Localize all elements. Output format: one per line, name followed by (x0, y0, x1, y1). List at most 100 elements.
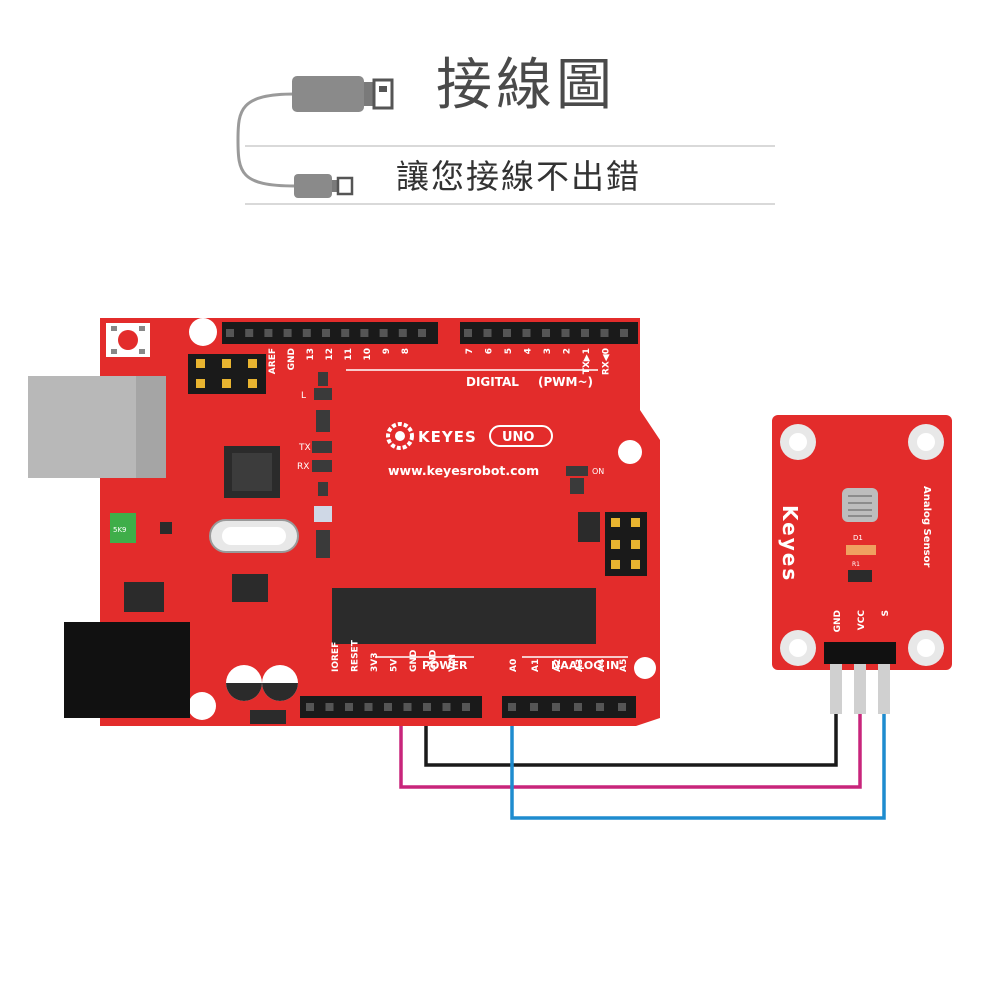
header-pin (483, 329, 492, 337)
header-pin (360, 329, 369, 337)
header-pin (552, 703, 560, 711)
wire-vcc (399, 670, 862, 789)
usb-plug-large-icon (292, 76, 364, 112)
analog-pin-labels: A0 A1 A2 A3 A4 A5 (509, 659, 629, 672)
pin-label: 3 (543, 348, 553, 354)
pin-label: GND (287, 348, 297, 370)
header-pin (364, 703, 373, 711)
pin-label: 6 (485, 348, 495, 354)
pwm-label: (PWM~) (538, 375, 593, 389)
chip-small-icon (232, 574, 268, 602)
header-pin (574, 703, 582, 711)
pin-label: 2 (563, 348, 573, 354)
header-pin (462, 703, 470, 711)
header-pin-holes (226, 329, 628, 711)
header-pin (226, 329, 234, 337)
header-pin (302, 329, 311, 337)
usb-plug-small-icon (294, 174, 332, 198)
pin-label: 10 (363, 348, 373, 361)
pin-label: A0 (509, 659, 519, 672)
mount-hole (634, 657, 656, 679)
header-pin (306, 703, 314, 711)
usb-cable-icon (236, 92, 296, 188)
sensor-pcb (772, 415, 952, 670)
pin-label: VCC (857, 610, 867, 631)
page-title: 接線圖 (436, 53, 616, 118)
mount-hole (618, 440, 642, 464)
pin-label: 5V (390, 659, 400, 672)
header-pin (398, 329, 407, 337)
pin-label: 13 (306, 348, 316, 361)
sensor-r1-label: R1 (852, 561, 860, 568)
pin-label: 11 (344, 348, 354, 361)
header-pin (283, 329, 292, 337)
sensor-led-icon (846, 545, 876, 555)
pin-label: GND (429, 650, 439, 672)
pin-label: 4 (524, 348, 534, 354)
header-pin (542, 329, 550, 337)
led-tx-icon (312, 441, 332, 453)
wire-gnd (424, 670, 838, 767)
pin-label: 3V3 (370, 653, 380, 673)
pin-label: GND (409, 650, 419, 672)
header-pin (423, 703, 431, 711)
capacitor-icon (226, 665, 262, 701)
header-pin (403, 703, 412, 711)
sensor-resistor-icon (848, 570, 872, 582)
board-model: UNO (502, 430, 535, 445)
header-pin (379, 329, 388, 337)
crystal-small-icon (314, 506, 332, 522)
pin-label: RESET (351, 639, 361, 672)
pin-label: 12 (325, 348, 335, 361)
header-pin (418, 329, 426, 337)
pin-label: 8 (401, 348, 411, 354)
sensor-mount-hole (780, 630, 816, 666)
pin-label: TX▶1 (582, 348, 592, 374)
header-pin (442, 703, 451, 711)
sensor-name: Analog Sensor (921, 486, 932, 567)
header-pin (561, 329, 570, 337)
fuse-icon (110, 513, 136, 543)
photoresistor-icon (842, 488, 878, 522)
sensor-brand: Keyes (778, 505, 802, 582)
pin-label: A4 (597, 659, 607, 672)
header-pin (620, 329, 628, 337)
wire-signal (510, 670, 886, 820)
led-l-icon (314, 388, 332, 400)
regulator-icon (124, 582, 164, 612)
sensor-pin-labels: GND VCC S (833, 610, 891, 633)
led-l-label: L (301, 391, 306, 401)
header-pin (530, 703, 538, 711)
mount-hole (188, 692, 216, 720)
sensor-d1-label: D1 (853, 534, 863, 542)
capacitor-icon (262, 665, 298, 701)
analog-label: NAALOG IN (551, 659, 619, 672)
led-on-icon (566, 466, 588, 476)
pin-label: 7 (465, 348, 475, 354)
icsp-header-left (188, 354, 266, 394)
pin-label: A5 (619, 659, 629, 672)
pin-label: A3 (575, 659, 585, 672)
pin-label: A2 (553, 659, 563, 672)
pin-label: A1 (531, 659, 541, 672)
pin-label: AREF (268, 348, 278, 374)
pin-label: VIN (448, 654, 458, 672)
led-on-label: ON (592, 467, 604, 476)
header-pin (264, 329, 273, 337)
sensor-header (824, 642, 896, 664)
board-brand: KEYES (418, 428, 477, 446)
sensor-mount-hole (908, 630, 944, 666)
pin-label: S (881, 610, 891, 616)
page-subtitle: 讓您接線不出錯 (396, 157, 641, 196)
analog-header (502, 696, 636, 718)
usb-cable-graphic (236, 76, 775, 205)
power-jack-icon (64, 622, 190, 718)
header-pin (581, 329, 589, 337)
led-rx-label: RX (297, 462, 309, 472)
pin-label: GND (833, 610, 843, 632)
